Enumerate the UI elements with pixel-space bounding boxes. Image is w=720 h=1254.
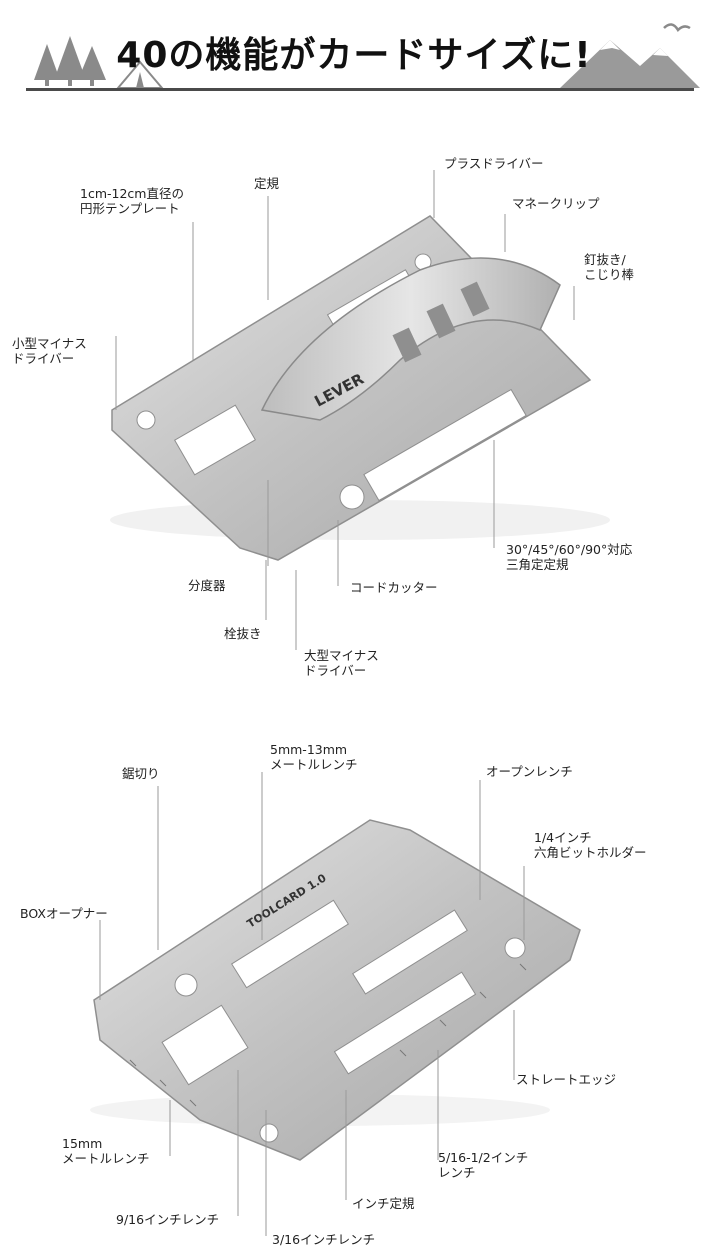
ground-line bbox=[26, 88, 694, 91]
label-9-16-wrench: 9/16インチレンチ bbox=[116, 1212, 220, 1227]
top-leader-lines bbox=[115, 170, 575, 650]
label-large-flat-driver: 大型マイナス ドライバー bbox=[304, 648, 379, 678]
header-scenery bbox=[26, 23, 700, 91]
bottom-card-holes bbox=[161, 899, 526, 1143]
label-circle-template: 1cm-12cm直径の 円形テンプレート bbox=[80, 186, 184, 216]
bird-icon bbox=[663, 23, 691, 33]
label-nail-puller: 釘抜き/ こじり棒 bbox=[584, 252, 635, 282]
label-inch-ruler: インチ定規 bbox=[352, 1196, 415, 1211]
label-ruler: 定規 bbox=[254, 176, 280, 191]
label-open-wrench: オープンレンチ bbox=[486, 764, 573, 779]
label-protractor: 分度器 bbox=[188, 578, 226, 593]
mountains-icon bbox=[560, 40, 700, 88]
bottom-leader-lines bbox=[99, 772, 525, 1236]
label-cord-cutter: コードカッター bbox=[350, 580, 438, 595]
label-hex-bit-holder: 1/4インチ 六角ビットホルダー bbox=[534, 830, 647, 860]
label-inch-wrench: 5/16-1/2インチ レンチ bbox=[438, 1150, 529, 1180]
label-triangle: 30°/45°/60°/90°対応 三角定定規 bbox=[506, 542, 633, 572]
label-saw: 鋸切り bbox=[122, 766, 160, 781]
trees-icon bbox=[34, 36, 106, 86]
bottom-ruler-ticks bbox=[129, 963, 527, 1107]
label-metric-wrench: 5mm-13mm メートルレンチ bbox=[270, 742, 358, 772]
label-phillips: プラスドライバー bbox=[444, 156, 544, 171]
label-money-clip: マネークリップ bbox=[512, 196, 600, 211]
money-clip-slots bbox=[392, 281, 490, 363]
bottom-tool-card: TOOLCARD 1.0 bbox=[93, 819, 581, 1161]
label-15mm-wrench: 15mm メートルレンチ bbox=[62, 1136, 150, 1166]
label-straight-edge: ストレートエッジ bbox=[516, 1072, 617, 1087]
label-box-opener: BOXオープナー bbox=[20, 906, 108, 921]
header-banner: 40の機能がカードサイズに! bbox=[0, 0, 720, 100]
label-small-flat-driver: 小型マイナス ドライバー bbox=[12, 336, 87, 366]
page-title: 40の機能がカードサイズに! bbox=[116, 35, 592, 76]
label-bottle-opener: 栓抜き bbox=[224, 626, 262, 641]
label-3-16-wrench: 3/16インチレンチ bbox=[272, 1232, 376, 1247]
top-tool-card: LEVER bbox=[111, 215, 592, 561]
